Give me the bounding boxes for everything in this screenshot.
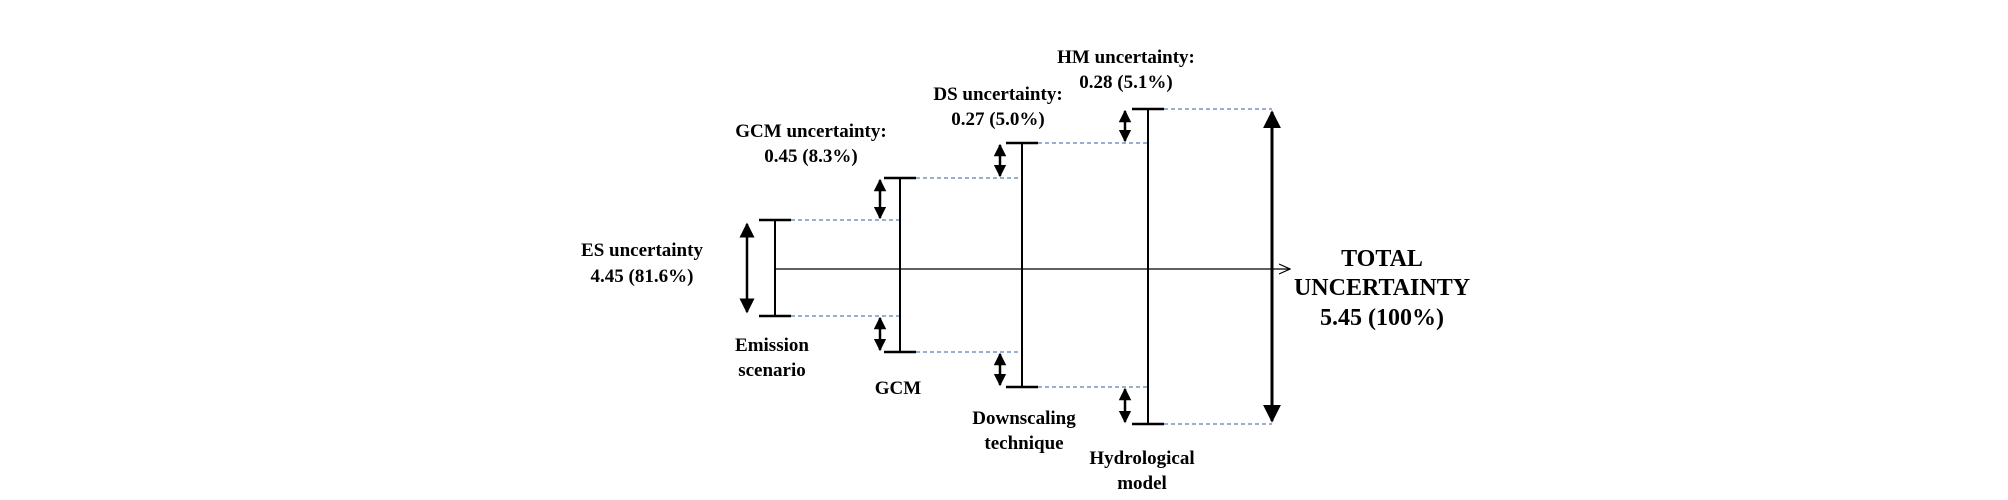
total-label-line2: UNCERTAINTY <box>1294 275 1470 301</box>
stage-gcm: GCM uncertainty: 0.45 (8.3%) GCM <box>735 121 1022 399</box>
stage-emission-scenario: ES uncertainty 4.45 (81.6%) Emission sce… <box>581 218 900 381</box>
ds-uncertainty-value: 0.27 (5.0%) <box>951 109 1044 130</box>
hm-stage-name-line1: Hydrological <box>1089 448 1194 469</box>
ds-stage-name-line2: technique <box>984 433 1063 454</box>
total-value: 5.45 (100%) <box>1320 305 1444 331</box>
ds-stage-name-line1: Downscaling <box>972 408 1076 429</box>
es-uncertainty-value: 4.45 (81.6%) <box>591 266 694 287</box>
stage-hydrological-model: HM uncertainty: 0.28 (5.1%) Hydrological… <box>1057 47 1272 494</box>
hm-stage-name-line2: model <box>1117 473 1167 494</box>
gcm-stage-name-line1: GCM <box>875 378 922 399</box>
hm-uncertainty-value: 0.28 (5.1%) <box>1079 72 1172 93</box>
ds-uncertainty-label: DS uncertainty: <box>933 84 1062 105</box>
es-stage-name-line2: scenario <box>738 360 806 381</box>
hm-uncertainty-label: HM uncertainty: <box>1057 47 1195 68</box>
es-stage-name-line1: Emission <box>735 335 809 356</box>
gcm-uncertainty-value: 0.45 (8.3%) <box>764 146 857 167</box>
total-uncertainty: TOTAL UNCERTAINTY 5.45 (100%) <box>1263 110 1470 423</box>
es-uncertainty-label: ES uncertainty <box>581 240 703 261</box>
gcm-uncertainty-label: GCM uncertainty: <box>735 121 886 142</box>
total-label-line1: TOTAL <box>1341 246 1423 272</box>
stage-downscaling-technique: DS uncertainty: 0.27 (5.0%) Downscaling … <box>933 84 1148 454</box>
